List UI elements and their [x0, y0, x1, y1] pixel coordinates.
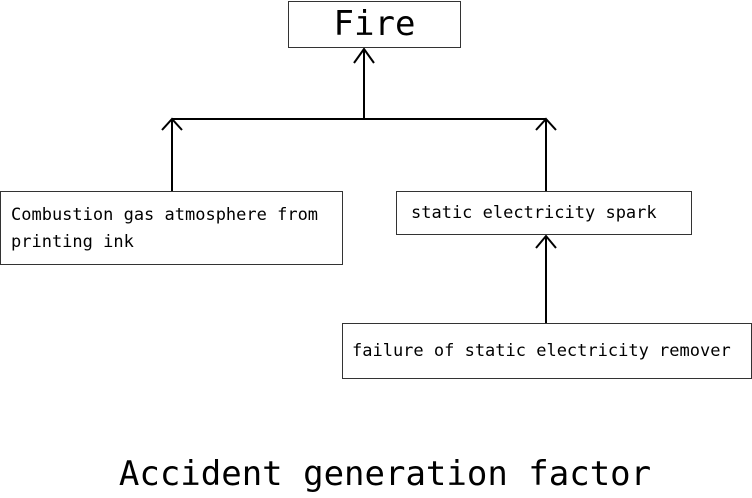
diagram-caption: Accident generation factor	[118, 454, 652, 494]
static-spark-label: static electricity spark	[411, 203, 657, 223]
fire-node: Fire	[288, 1, 461, 48]
combustion-gas-label: Combustion gas atmosphere from printing …	[11, 205, 319, 252]
arrow-head-left	[161, 117, 183, 131]
static-spark-node: static electricity spark	[396, 191, 692, 235]
arrow-head-fire	[353, 47, 375, 64]
remover-failure-label: failure of static electricity remover	[352, 341, 731, 361]
arrow-head-spark	[535, 234, 557, 249]
fire-label: Fire	[333, 4, 416, 44]
arrow-head-right	[535, 117, 557, 131]
remover-failure-node: failure of static electricity remover	[342, 323, 752, 379]
combustion-gas-node: Combustion gas atmosphere from printing …	[0, 191, 343, 265]
